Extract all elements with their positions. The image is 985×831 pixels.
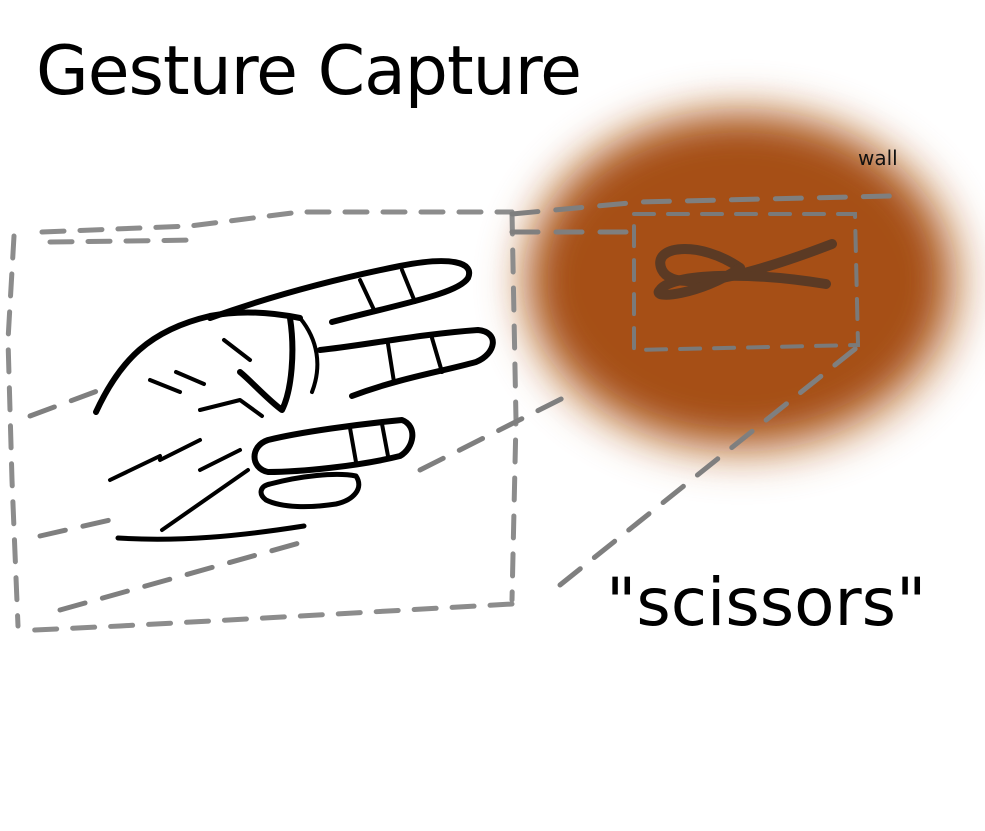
gesture-label: "scissors"	[606, 564, 927, 641]
capture-frame	[5, 209, 519, 633]
scissors-symbol-icon	[653, 239, 837, 300]
projected-frame	[632, 212, 861, 353]
hand-scissors-sketch-icon	[93, 258, 496, 542]
wall-surface	[510, 97, 974, 467]
page-title: Gesture Capture	[36, 32, 582, 111]
projection-beam	[27, 193, 893, 613]
wall-label: wall	[858, 146, 898, 170]
